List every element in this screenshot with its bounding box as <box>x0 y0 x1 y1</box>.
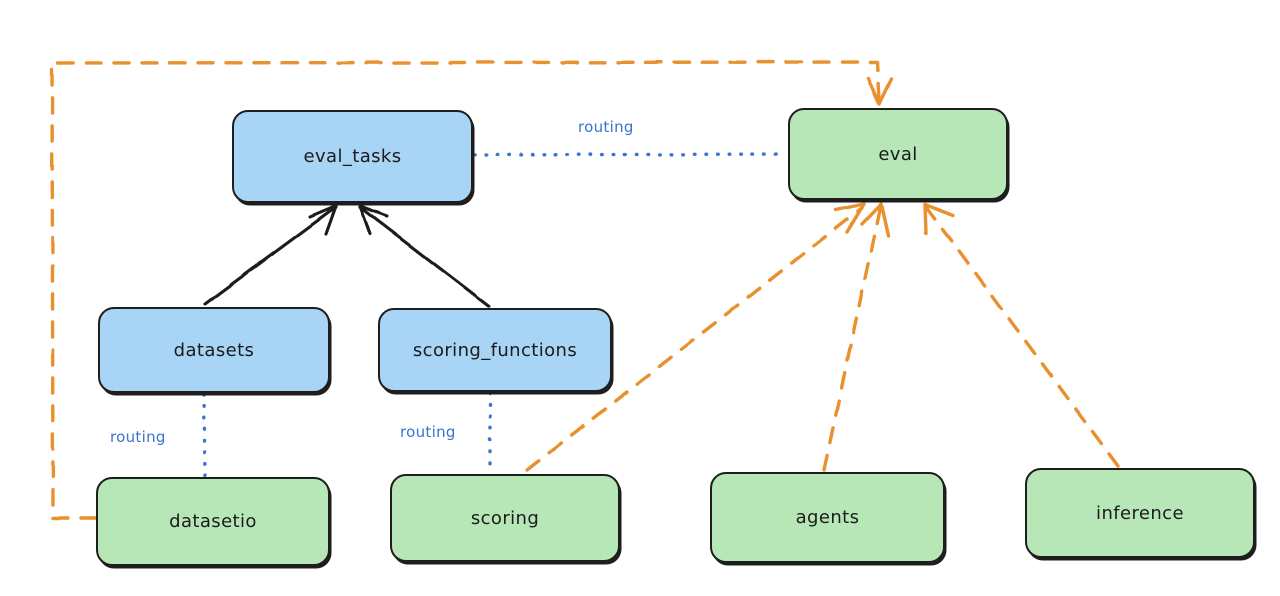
node-eval[interactable]: eval <box>788 108 1008 200</box>
node-datasets[interactable]: datasets <box>98 307 330 393</box>
edge-label-routing-scoring_functions-scoring: routing <box>400 423 456 441</box>
node-label-inference: inference <box>1096 502 1184 524</box>
node-label-agents: agents <box>795 507 860 528</box>
node-scoring_functions[interactable]: scoring_functions <box>378 308 612 392</box>
edge-eval_tasks-routes-to-eval <box>472 152 789 157</box>
node-label-scoring: scoring <box>470 507 540 529</box>
node-scoring[interactable]: scoring <box>390 474 620 562</box>
node-eval_tasks[interactable]: eval_tasks <box>232 110 473 203</box>
node-datasetio[interactable]: datasetio <box>96 477 330 566</box>
node-label-eval: eval <box>878 143 918 165</box>
edge-label-routing-eval_tasks-eval: routing <box>578 118 634 136</box>
edge-inference-to-eval <box>923 202 1120 468</box>
node-label-eval_tasks: eval_tasks <box>303 146 402 167</box>
node-agents[interactable]: agents <box>710 472 945 563</box>
edge-datasets-routes-to-datasetio <box>202 392 207 479</box>
node-label-scoring_functions: scoring_functions <box>412 339 578 361</box>
edge-scoring_functions-to-eval_tasks <box>358 204 491 308</box>
edge-datasets-to-eval_tasks <box>203 204 338 306</box>
edge-agents-to-eval <box>822 202 890 472</box>
node-label-datasetio: datasetio <box>169 511 257 532</box>
edge-label-routing-datasets-datasetio: routing <box>110 428 166 446</box>
node-inference[interactable]: inference <box>1025 468 1255 558</box>
node-label-datasets: datasets <box>173 339 255 361</box>
